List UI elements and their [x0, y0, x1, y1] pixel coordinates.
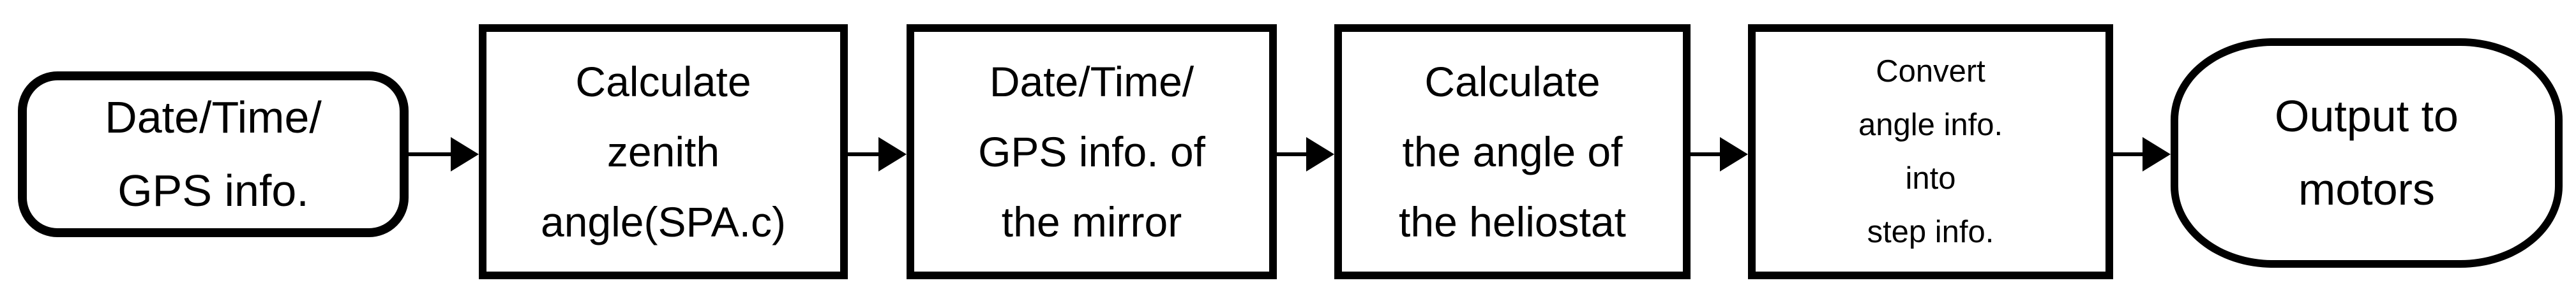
arrowhead-icon	[1306, 137, 1334, 171]
arrow-shaft	[1691, 152, 1720, 156]
arrow-shaft	[409, 152, 451, 156]
arrow-right-icon	[2113, 137, 2171, 171]
arrow-right-icon	[1277, 137, 1334, 171]
node-convert-step-info: Convert angle info. into step info.	[1748, 24, 2113, 279]
arrow-shaft	[2113, 152, 2143, 156]
node-output-motors: Output to motors	[2171, 38, 2563, 268]
arrowhead-icon	[2143, 137, 2171, 171]
node-start-datetime-gps-label: Date/Time/ GPS info.	[105, 92, 322, 215]
arrow-right-icon	[1691, 137, 1748, 171]
node-calc-zenith: Calculate zenith angle(SPA.c)	[479, 24, 848, 279]
node-start-datetime-gps: Date/Time/ GPS info.	[18, 71, 409, 237]
node-output-motors-label: Output to motors	[2275, 91, 2459, 214]
node-datetime-gps-mirror-label: Date/Time/ GPS info. of the mirror	[978, 58, 1205, 245]
node-calc-zenith-label: Calculate zenith angle(SPA.c)	[541, 58, 786, 245]
arrowhead-icon	[1720, 137, 1748, 171]
arrow-shaft	[1277, 152, 1306, 156]
arrowhead-icon	[451, 137, 479, 171]
arrow-right-icon	[848, 137, 907, 171]
arrowhead-icon	[878, 137, 907, 171]
arrow-right-icon	[409, 137, 479, 171]
arrow-shaft	[848, 152, 878, 156]
node-datetime-gps-mirror: Date/Time/ GPS info. of the mirror	[907, 24, 1277, 279]
node-calc-heliostat-angle-label: Calculate the angle of the heliostat	[1399, 58, 1626, 245]
node-calc-heliostat-angle: Calculate the angle of the heliostat	[1334, 24, 1691, 279]
node-convert-step-info-label: Convert angle info. into step info.	[1858, 54, 2003, 249]
